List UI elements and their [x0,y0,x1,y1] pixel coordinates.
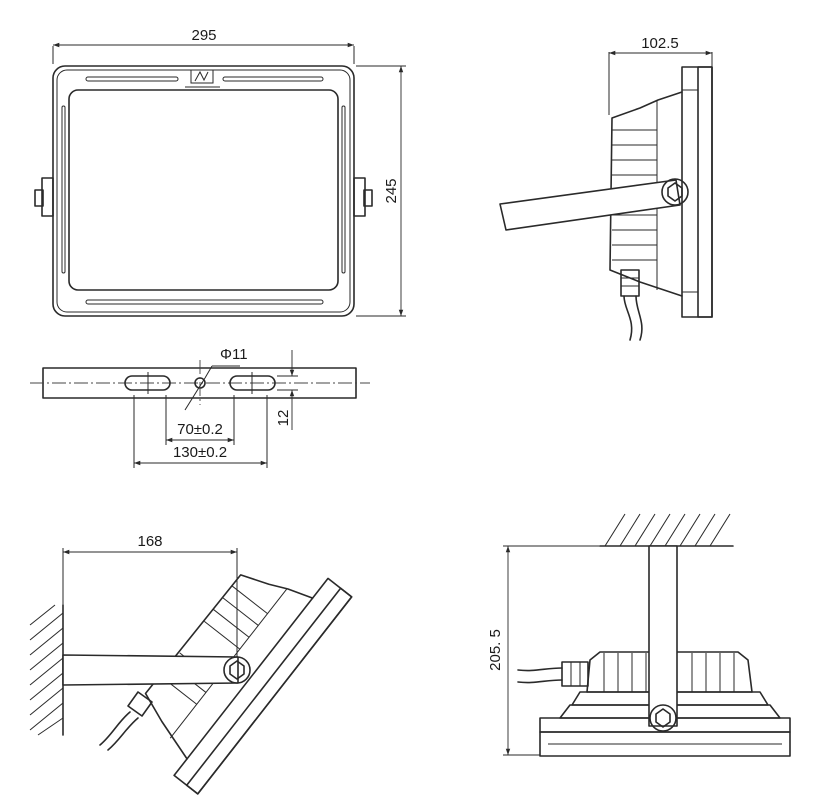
outer-spacing-label: 130±0.2 [173,444,227,461]
front-height-label: 245 [383,178,400,203]
ceiling-mount-view: 205. 5 [487,513,791,757]
front-view: 295 245 [34,27,406,317]
cooling-fins-top [603,653,735,692]
wall-mount-view: 168 [29,533,353,795]
wall-hatching [29,604,64,736]
bracket-width-label: 12 [275,410,292,427]
side-depth-label: 102.5 [641,35,679,52]
wall-reach-label: 168 [137,533,162,550]
side-view: 102.5 [499,35,713,341]
right-hinge [353,177,373,217]
brand-logo-icon [185,69,220,88]
inner-spacing-label: 70±0.2 [177,421,223,438]
front-width-label: 295 [191,27,216,44]
cooling-fins [612,129,657,261]
ceiling-height-label: 205. 5 [487,629,504,671]
bracket-view: Φ11 70±0.2 130±0.2 12 [30,346,370,468]
hole-diameter-label: Φ11 [220,346,248,363]
left-hinge [34,177,54,217]
ceiling-hatching [604,513,731,547]
